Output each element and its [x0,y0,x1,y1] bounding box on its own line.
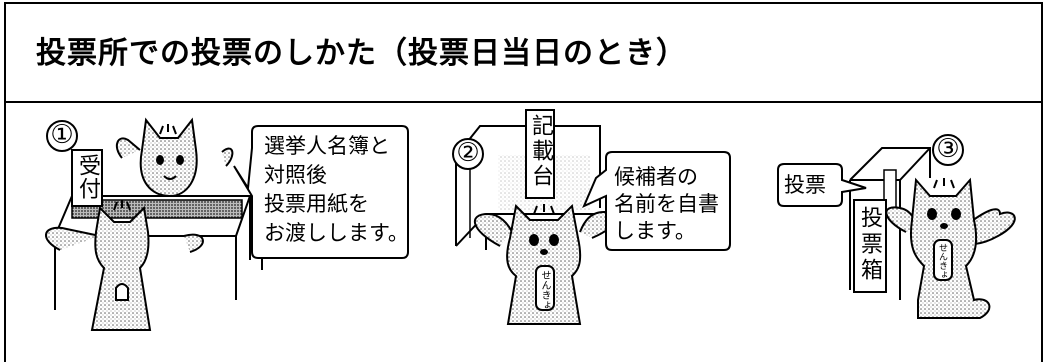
step-3-number-badge [932,134,964,166]
speech-line: 選挙人名簿と [264,134,390,158]
step-3-speech-bubble [777,163,867,207]
step-1-speech-text: 選挙人名簿と 対照後 投票用紙を お渡しします。 [264,132,409,248]
clerk-cat [115,117,234,198]
step-3-number: ③ [936,134,960,164]
booth-sign-label: 記載台 [528,114,553,189]
speech-line: します。 [614,219,696,243]
speech-line: 名前を自書 [614,192,719,216]
reception-desk [53,195,263,310]
speech-line: お渡しします。 [264,221,409,245]
step-1-speech-bubble [233,125,409,259]
speech-line: 投票用紙を [264,192,369,216]
step-3-speech-text: 投票 [784,173,826,197]
title-band: 投票所での投票のしかた（投票日当日のとき） [6,4,1041,103]
speech-line: 対照後 [264,163,327,187]
sash-2-label: せんきょ [539,270,550,310]
ballot-box-label: 投票箱 [857,206,882,284]
step-1-number: ① [50,120,74,150]
winged-cat-2 [473,203,618,325]
step-2-speech-text: 候補者の 名前を自書 します。 [614,164,719,245]
diagram-frame: 投票所での投票のしかた（投票日当日のとき） [4,2,1043,362]
voter-cat-back [45,200,204,331]
ballot-box-sign [853,199,887,293]
sash-3 [933,239,953,281]
step-1-scene [45,117,409,331]
sash-3-label: せんきょ [937,243,947,279]
reception-sign-label: 受付 [75,154,100,200]
winged-cat-3 [885,177,1016,319]
speech-line: 候補者の [614,165,698,189]
sash-2 [535,265,555,311]
step-1-number-badge [46,120,78,152]
reception-sign [71,149,103,207]
step-2-scene [452,109,731,325]
page-title: 投票所での投票のしかた（投票日当日のとき） [36,36,687,71]
booth-sign [525,109,555,199]
step-2-speech-bubble [582,151,731,251]
step-2-number-badge [452,138,484,170]
step-3-scene [777,134,1016,319]
step-2-number: ② [456,138,480,168]
